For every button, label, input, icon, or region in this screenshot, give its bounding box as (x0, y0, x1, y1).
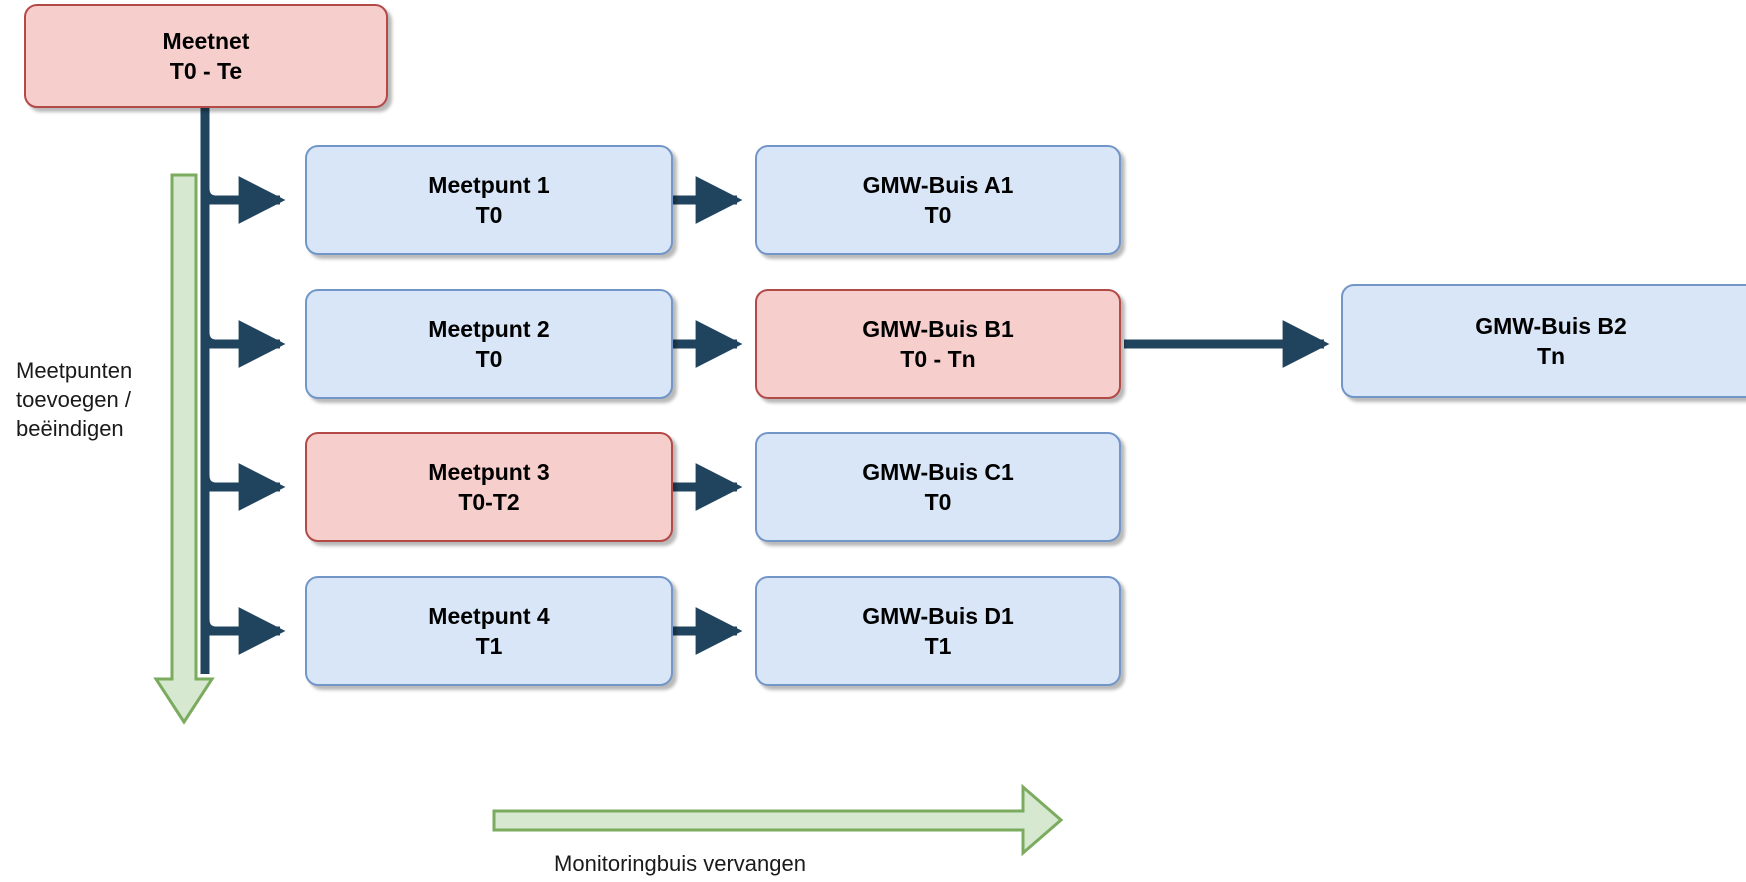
node-gmw-buis-a1-line1: GMW-Buis A1 (862, 172, 1014, 198)
node-gmw-buis-c1[interactable]: GMW-Buis C1 T0 (755, 432, 1121, 542)
vertical-green-arrow (153, 173, 215, 725)
node-meetpunt-3[interactable]: Meetpunt 3 T0-T2 (305, 432, 673, 542)
node-meetnet-line2: T0 - Te (169, 58, 243, 84)
horizontal-green-arrow (492, 783, 1064, 857)
node-meetpunt-3-line2: T0-T2 (458, 489, 520, 515)
node-gmw-buis-a1[interactable]: GMW-Buis A1 T0 (755, 145, 1121, 255)
node-meetpunt-4-line2: T1 (475, 633, 503, 659)
node-gmw-buis-b1[interactable]: GMW-Buis B1 T0 - Tn (755, 289, 1121, 399)
node-gmw-buis-b2-line2: Tn (1536, 343, 1566, 369)
node-gmw-buis-c1-line2: T0 (924, 489, 952, 515)
node-gmw-buis-d1[interactable]: GMW-Buis D1 T1 (755, 576, 1121, 686)
node-meetnet[interactable]: Meetnet T0 - Te (24, 4, 388, 108)
node-gmw-buis-b2[interactable]: GMW-Buis B2 Tn (1341, 284, 1746, 398)
elbow-2 (200, 322, 218, 349)
node-gmw-buis-b2-line1: GMW-Buis B2 (1475, 313, 1627, 339)
elbow-3 (200, 465, 218, 492)
label-monitoringbuis-vervangen: Monitoringbuis vervangen (554, 851, 806, 876)
node-gmw-buis-d1-line2: T1 (924, 633, 952, 659)
node-meetpunt-1-line1: Meetpunt 1 (428, 172, 550, 198)
node-meetpunt-1-line2: T0 (475, 202, 503, 228)
node-gmw-buis-b1-line2: T0 - Tn (900, 346, 976, 372)
node-meetpunt-1[interactable]: Meetpunt 1 T0 (305, 145, 673, 255)
node-gmw-buis-b1-line1: GMW-Buis B1 (862, 316, 1014, 342)
label-meetpunten-toevoegen-beeindigen: Meetpunten toevoegen / beëindigen (16, 358, 133, 441)
elbow-4 (200, 609, 218, 636)
node-meetpunt-2-line2: T0 (475, 346, 503, 372)
node-meetpunt-3-line1: Meetpunt 3 (428, 459, 550, 485)
elbow-1 (200, 178, 218, 205)
node-gmw-buis-d1-line1: GMW-Buis D1 (862, 603, 1014, 629)
node-meetpunt-4-line1: Meetpunt 4 (428, 603, 550, 629)
node-meetnet-line1: Meetnet (162, 28, 250, 54)
node-gmw-buis-a1-line2: T0 (924, 202, 952, 228)
node-meetpunt-4[interactable]: Meetpunt 4 T1 (305, 576, 673, 686)
node-meetpunt-2[interactable]: Meetpunt 2 T0 (305, 289, 673, 399)
node-gmw-buis-c1-line1: GMW-Buis C1 (862, 459, 1014, 485)
node-meetpunt-2-line1: Meetpunt 2 (428, 316, 550, 342)
